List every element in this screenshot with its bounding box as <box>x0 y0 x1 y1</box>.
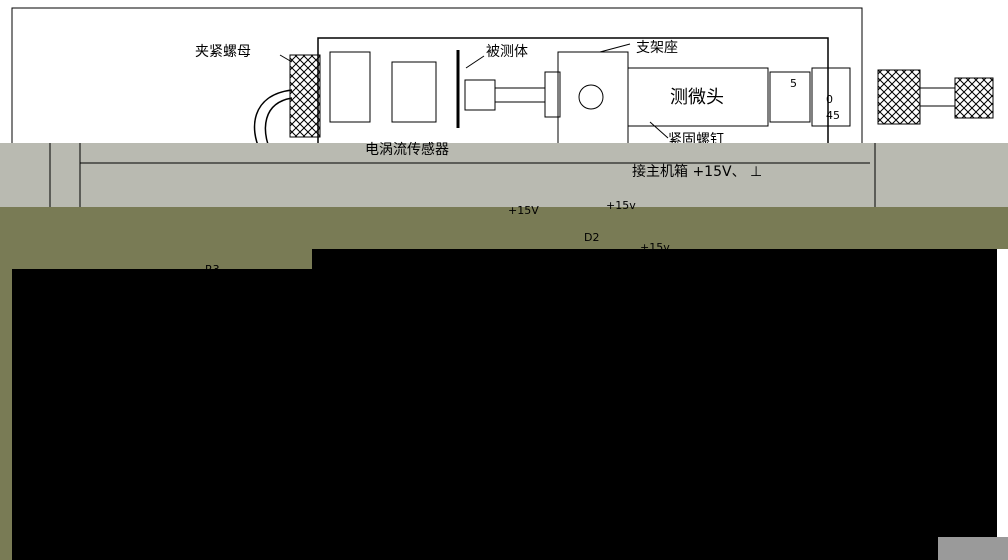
label-clamp-nut: 夹紧螺母 <box>195 44 251 60</box>
leader-line <box>465 55 485 69</box>
label-connect-main: 接主机箱 +15V、 ⊥ <box>632 164 763 180</box>
olive-band <box>0 207 1008 249</box>
leader-line-3 <box>649 121 669 139</box>
label-eddy-sensor: 电涡流传感器 <box>365 142 449 158</box>
support-hole <box>578 84 604 110</box>
sensor-core <box>391 61 437 123</box>
black-region <box>0 249 1008 560</box>
scale-5: 5 <box>790 77 797 90</box>
knurl-knob-1 <box>877 69 921 125</box>
micrometer-barrel <box>627 67 769 127</box>
shaft-2 <box>494 87 546 103</box>
knob-connector <box>919 87 956 107</box>
support-block <box>557 51 629 153</box>
label-measured-body: 被测体 <box>486 44 528 60</box>
clamp-arrow <box>279 54 293 63</box>
shaft-3 <box>544 71 561 118</box>
clamp-nut <box>289 54 321 138</box>
gray-band-lines <box>49 143 876 207</box>
label-micrometer-head: 测微头 <box>670 87 724 108</box>
gray-corner <box>938 537 1008 560</box>
label-plus15-b: +15v <box>606 199 636 212</box>
olive-strip-top <box>12 249 312 269</box>
scale-0: 0 <box>826 93 833 106</box>
label-support-base: 支架座 <box>636 40 678 56</box>
micrometer-thimble <box>811 67 851 127</box>
gray-band <box>0 143 1008 207</box>
micrometer-scale <box>769 71 811 123</box>
label-d2: D2 <box>584 231 600 244</box>
white-strip-right <box>997 249 1008 560</box>
knurl-knob-2 <box>954 77 994 119</box>
olive-strip-left <box>0 249 12 560</box>
sensor-body <box>329 51 371 123</box>
leader-line-2 <box>599 43 631 53</box>
label-plus15-a: +15V <box>508 204 539 217</box>
label-r3: R3 <box>205 263 220 276</box>
sensor-housing <box>317 37 829 149</box>
shaft-1 <box>464 79 496 111</box>
scale-45: 45 <box>826 109 840 122</box>
